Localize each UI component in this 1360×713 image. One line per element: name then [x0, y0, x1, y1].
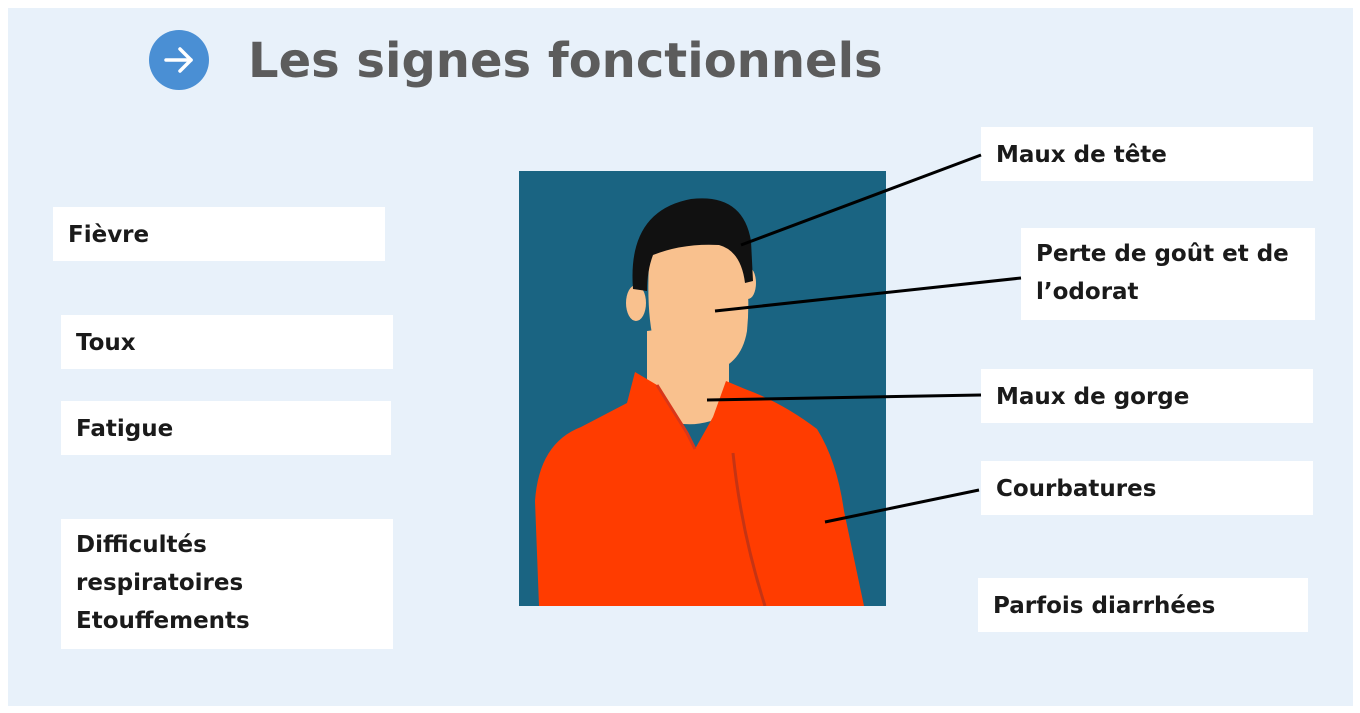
- symptom-maux-de-tete-label: Maux de tête: [996, 142, 1167, 168]
- arrow-right-circle-icon: [149, 30, 209, 90]
- symptom-fievre-box: Fièvre: [53, 207, 385, 261]
- symptom-courbatures-box: Courbatures: [981, 461, 1313, 515]
- face: [648, 230, 749, 374]
- symptom-diarrhees-box: Parfois diarrhées: [978, 578, 1308, 632]
- slide: Les signes fonctionnels Fièvre Toux Fati…: [8, 8, 1353, 706]
- symptom-toux-box: Toux: [61, 315, 393, 369]
- page-title: Les signes fonctionnels: [248, 33, 883, 89]
- shirt: [535, 372, 864, 606]
- symptom-maux-de-tete-box: Maux de tête: [981, 127, 1313, 181]
- collar-shadow: [655, 384, 697, 450]
- symptom-difficultes-line-2: respiratoires: [76, 570, 244, 596]
- shirt-placket: [731, 452, 767, 607]
- symptom-difficultes-line-1: Difficultés: [76, 532, 207, 558]
- hair: [632, 198, 753, 291]
- symptom-courbatures-label: Courbatures: [996, 476, 1157, 502]
- person-illustration: [519, 171, 886, 607]
- symptom-perte-gout-line-1: Perte de goût et de: [1036, 241, 1289, 267]
- symptom-diarrhees-label: Parfois diarrhées: [993, 593, 1216, 619]
- symptom-difficultes-box: Difficultés respiratoires Etouffements: [61, 519, 393, 649]
- symptom-maux-de-gorge-label: Maux de gorge: [996, 384, 1190, 410]
- symptom-perte-gout-line-2: l’odorat: [1036, 279, 1139, 305]
- left-ear: [626, 285, 646, 321]
- symptom-fievre-label: Fièvre: [68, 222, 150, 248]
- symptom-perte-gout-box: Perte de goût et de l’odorat: [1021, 228, 1315, 320]
- symptom-fatigue-label: Fatigue: [76, 416, 174, 442]
- symptom-difficultes-line-3: Etouffements: [76, 608, 250, 634]
- symptom-maux-de-gorge-box: Maux de gorge: [981, 369, 1313, 423]
- symptom-toux-label: Toux: [76, 330, 136, 356]
- symptom-fatigue-box: Fatigue: [61, 401, 391, 455]
